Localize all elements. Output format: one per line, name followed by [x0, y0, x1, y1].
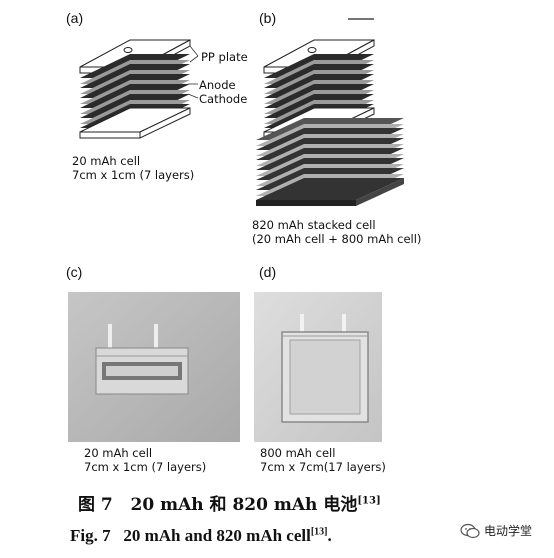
figure-caption-cn: 图 7 20 mAh 和 820 mAh 电池[13] [78, 490, 381, 515]
wechat-icon [460, 523, 480, 538]
callout-cathode: Cathode [199, 92, 248, 106]
caption-a-line1: 20 mAh cell [72, 154, 141, 168]
caption-en-prefix: Fig. 7 [70, 526, 111, 545]
caption-cn-prefix: 图 7 [78, 495, 113, 515]
caption-c-line2: 7cm x 1cm (7 layers) [84, 460, 207, 474]
caption-d-line1: 800 mAh cell [260, 446, 336, 460]
caption-d-line2: 7cm x 7cm(17 layers) [260, 460, 386, 474]
caption-b-line1: 820 mAh stacked cell [252, 218, 376, 232]
cell-stack-b-large [256, 118, 404, 206]
watermark-text: 电动学堂 [484, 524, 533, 538]
cell-stack-a [79, 39, 199, 139]
panel-label-a: (a) [66, 10, 84, 26]
callout-anode: Anode [199, 78, 236, 92]
photo-cell-800mah [254, 292, 382, 442]
caption-en-end: . [327, 526, 332, 545]
caption-cn-title: 20 mAh 和 820 mAh 电池 [130, 495, 358, 515]
figure-caption-en: Fig. 7 20 mAh and 820 mAh cell[13]. [70, 526, 332, 546]
caption-a-line2: 7cm x 1cm (7 layers) [72, 168, 195, 182]
caption-b-line2: (20 mAh cell + 800 mAh cell) [252, 232, 422, 246]
mark-dash [348, 18, 374, 20]
panel-label-b: (b) [259, 10, 277, 26]
caption-cn-ref: [13] [357, 495, 381, 507]
panel-label-c: (c) [66, 264, 83, 280]
photo-cell-20mah [68, 292, 240, 442]
caption-en-ref: [13] [310, 526, 328, 538]
watermark: 电动学堂 [460, 522, 532, 539]
caption-en-title: 20 mAh and 820 mAh cell [123, 526, 311, 545]
panel-label-d: (d) [259, 264, 277, 280]
callout-pp-plate: PP plate [201, 50, 248, 64]
caption-c-line1: 20 mAh cell [84, 446, 153, 460]
